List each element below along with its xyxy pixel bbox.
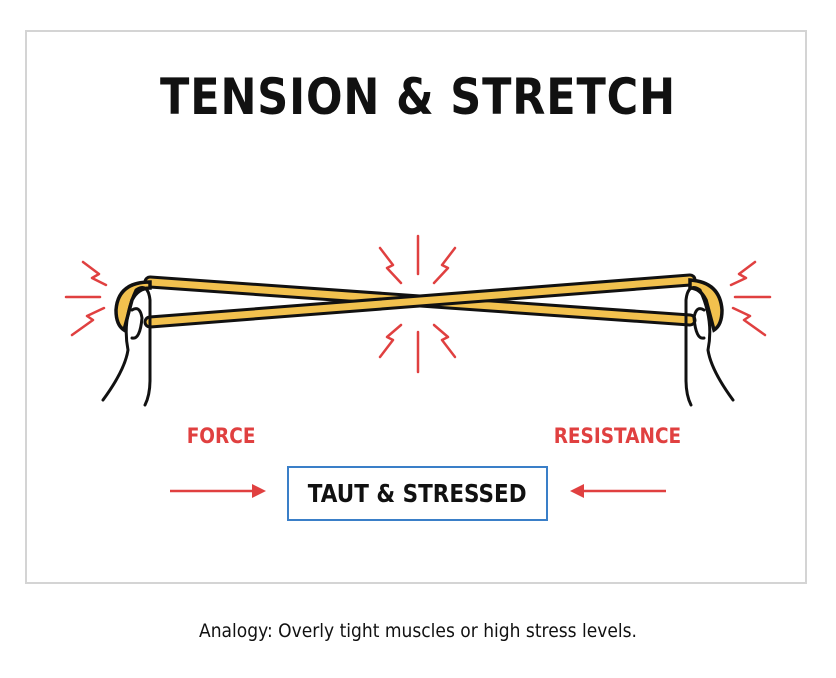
state-box-text: TAUT & STRESSED xyxy=(308,479,527,508)
force-arrow-icon xyxy=(170,484,266,498)
caption: Analogy: Overly tight muscles or high st… xyxy=(198,620,637,642)
tension-burst-icons xyxy=(64,234,772,374)
diagram-title: TENSION & STRETCH xyxy=(160,68,676,126)
left-hand-icon xyxy=(101,286,152,407)
resistance-arrow-icon xyxy=(570,484,666,498)
resistance-label: RESISTANCE xyxy=(553,424,682,448)
force-label: FORCE xyxy=(186,424,256,448)
state-box: TAUT & STRESSED xyxy=(287,466,548,521)
rubber-band xyxy=(114,273,724,333)
diagram-frame xyxy=(25,30,807,584)
right-hand-icon xyxy=(684,286,735,407)
